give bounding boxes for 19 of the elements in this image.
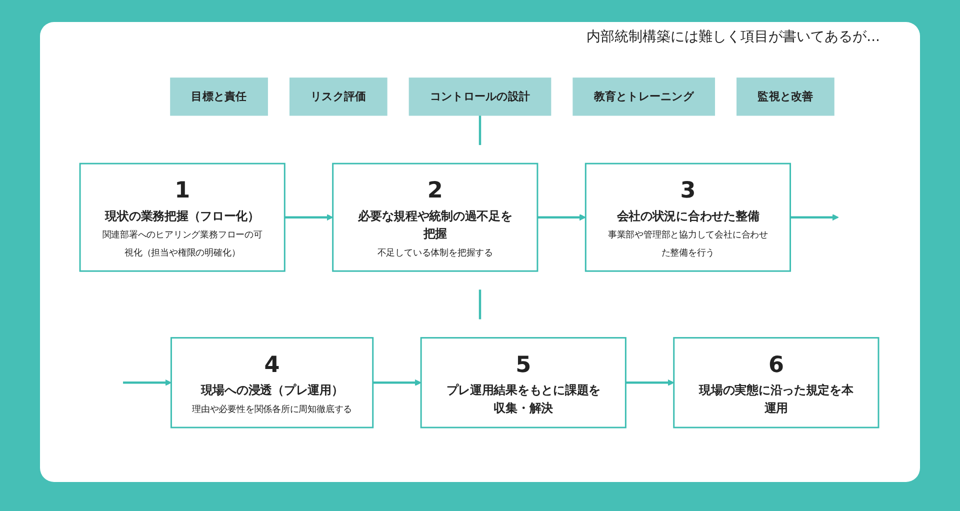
arrow (790, 214, 839, 221)
node-box (170, 337, 374, 428)
node-box (332, 162, 538, 272)
node-box (736, 78, 834, 116)
arrow (626, 379, 674, 386)
arrow (284, 214, 334, 221)
node-box (79, 162, 286, 272)
node-box (673, 337, 880, 428)
node-box (420, 337, 626, 428)
node-box (289, 78, 388, 116)
arrow (537, 214, 586, 221)
node-box (170, 78, 268, 116)
arrow (372, 379, 422, 386)
panel-background: 内部統制構築には難しく項目が書いてあるが... 4 現場への浸透（プレ運用） 理由や必要性を関係各所に周知徹底する 5 プレ運用結果をもとに課題を収集・解決 6 現場の実態に沿った規定を本運用 1 現状の業務把握（フロー化） 関連部署へのヒアリング業務フローの可視化（担当や権限の明確化） 2 必要な規程や統制の過不足を把握 不足している体制を把握する 3 会社の状況に合わせた整備 事業部や管理部と協力して会社に合わせた整備を行う 目標と責任 リスク評価 コントロールの設計 教育とトレーニング 監視と改善 (40, 22, 920, 482)
node-box (572, 78, 716, 116)
note-text: 内部統制構築には難しく項目が書いてあるが... (586, 28, 880, 46)
node-box (584, 162, 791, 272)
arrow (123, 379, 172, 386)
node-box (408, 78, 552, 116)
